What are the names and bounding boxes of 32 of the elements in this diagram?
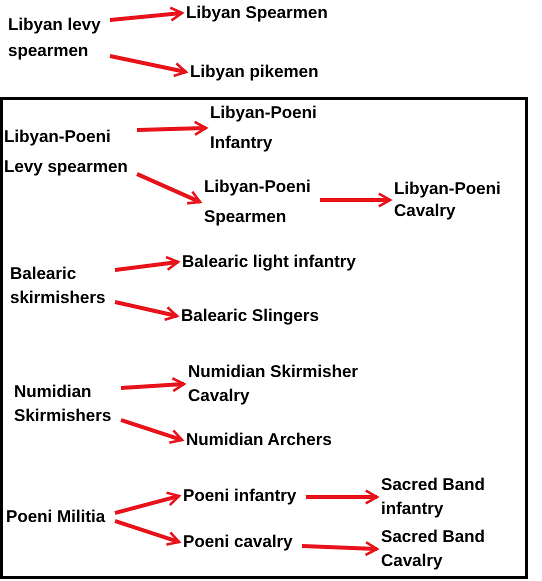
unit-label: Balearic skirmishers <box>10 262 107 310</box>
frame-box <box>0 97 528 579</box>
arrow <box>136 172 202 205</box>
unit-label: Sacred Band infantry <box>381 473 486 521</box>
unit-label: Libyan-Poeni Spearmen <box>204 172 312 232</box>
unit-label: Libyan-Poeni Cavalry <box>394 178 502 222</box>
arrow <box>114 300 178 322</box>
unit-label: Balearic light infantry <box>182 250 357 274</box>
arrow <box>120 377 186 392</box>
arrow <box>110 6 184 22</box>
unit-label: Poeni infantry <box>183 484 298 508</box>
unit-label: Libyan-Poeni Infantry <box>210 98 318 158</box>
arrow <box>114 256 180 272</box>
arrow <box>110 54 188 78</box>
arrow <box>136 120 208 136</box>
arrow <box>114 491 180 515</box>
arrow <box>320 192 392 208</box>
unit-label: Balearic Slingers <box>181 304 320 328</box>
arrow <box>306 489 378 505</box>
arrow <box>120 418 184 444</box>
unit-label: Sacred Band Cavalry <box>381 525 486 573</box>
unit-label: Numidian Skirmishers <box>14 380 113 428</box>
unit-label: Numidian Skirmisher Cavalry <box>188 360 360 408</box>
unit-label: Libyan pikemen <box>190 60 320 84</box>
unit-label: Libyan-Poeni Levy spearmen <box>4 122 129 182</box>
unit-label: Libyan levy spearmen <box>8 12 102 64</box>
arrow <box>114 519 180 546</box>
unit-label: Poeni cavalry <box>183 530 294 554</box>
unit-label: Numidian Archers <box>186 428 333 452</box>
arrow <box>302 540 378 556</box>
unit-label: Poeni Militia <box>6 505 107 529</box>
unit-label: Libyan Spearmen <box>186 1 329 25</box>
